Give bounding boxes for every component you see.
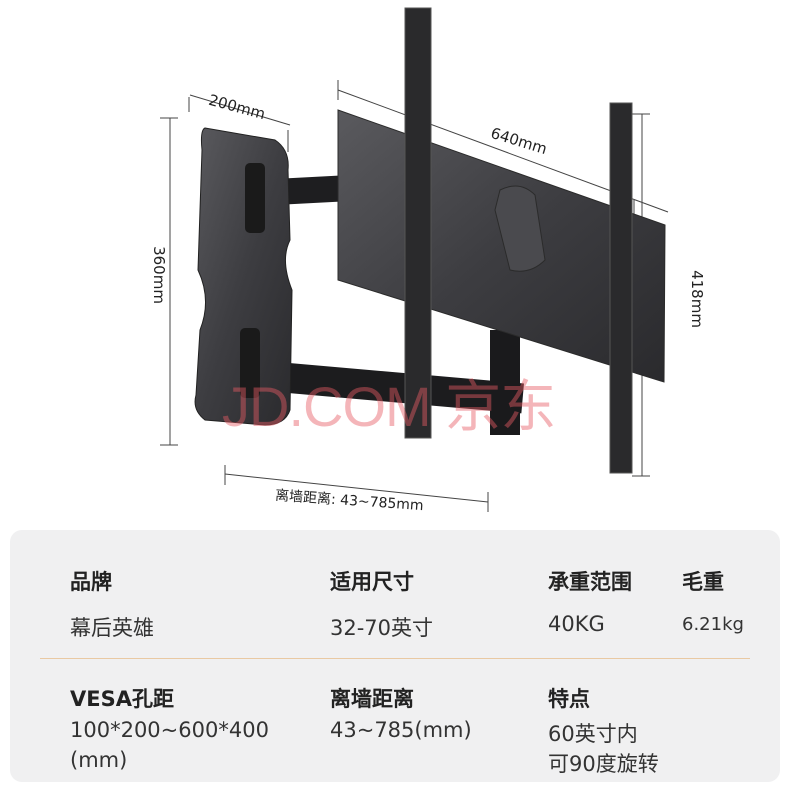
spec-table: 品牌 幕后英雄 适用尺寸 32-70英寸 承重范围 40KG 毛重 6.21kg…: [10, 530, 780, 782]
tv-mount-illustration: [160, 7, 669, 512]
spec-value-weight: 6.21kg: [682, 614, 744, 635]
spec-value-features-line1: 60英寸内: [548, 722, 638, 746]
spec-label-features: 特点: [548, 687, 590, 711]
spec-value-load: 40KG: [548, 612, 605, 636]
spec-value-features-line2: 可90度旋转: [548, 752, 659, 776]
spec-value-brand: 幕后英雄: [70, 616, 154, 640]
dimension-bracket-height: 418mm: [687, 270, 706, 328]
spec-value-wall-distance: 43~785(mm): [330, 718, 472, 742]
spec-label-vesa: VESA孔距: [70, 687, 174, 711]
dimension-wall-plate-height: 360mm: [149, 246, 168, 304]
spec-label-size: 适用尺寸: [330, 570, 414, 594]
spec-label-wall-distance: 离墙距离: [330, 687, 414, 711]
spec-label-load: 承重范围: [548, 570, 632, 594]
spec-label-brand: 品牌: [70, 570, 112, 594]
divider: [40, 658, 750, 659]
watermark: JD.COM 京东: [222, 375, 556, 438]
spec-value-vesa-line1: 100*200~600*400: [70, 718, 269, 742]
spec-label-weight: 毛重: [682, 570, 724, 594]
spec-value-size: 32-70英寸: [330, 616, 434, 640]
spec-value-vesa-line2: (mm): [70, 748, 128, 772]
